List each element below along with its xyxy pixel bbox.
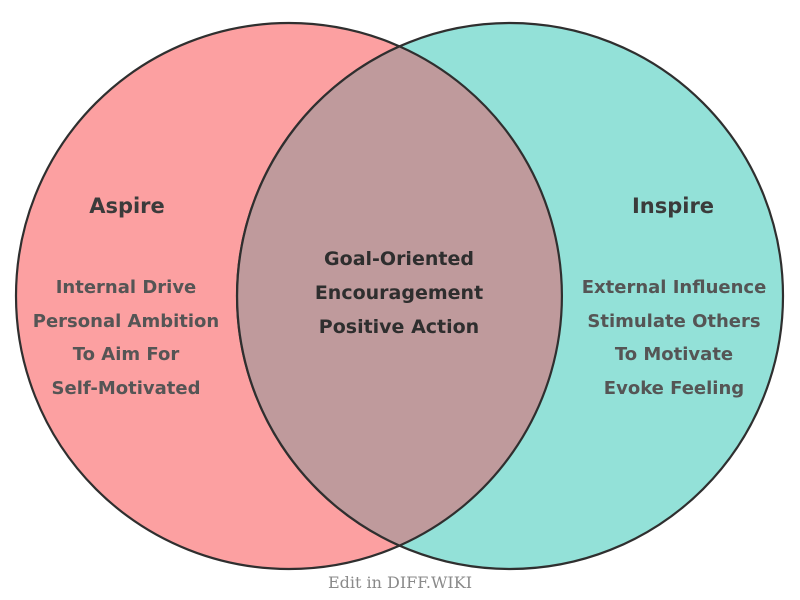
- overlap-item: Positive Action: [319, 316, 479, 338]
- left-set-item: To Aim For: [73, 344, 180, 365]
- left-set-item: Internal Drive: [56, 277, 197, 298]
- right-set-title: Inspire: [632, 194, 714, 218]
- right-set-item: Evoke Feeling: [604, 378, 744, 399]
- right-set-item: To Motivate: [615, 344, 733, 365]
- left-set-item: Self-Motivated: [52, 378, 201, 399]
- footer-caption: Edit in DIFF.WIKI: [328, 573, 472, 592]
- overlap-item: Encouragement: [315, 282, 483, 304]
- left-set-title: Aspire: [89, 194, 165, 218]
- left-set-item: Personal Ambition: [33, 311, 219, 332]
- overlap-region-outline: [235, 45, 564, 547]
- right-set-item: Stimulate Others: [587, 311, 760, 332]
- overlap-region: [237, 46, 562, 546]
- overlap-item: Goal-Oriented: [324, 248, 474, 270]
- right-set-item: External Influence: [582, 277, 767, 298]
